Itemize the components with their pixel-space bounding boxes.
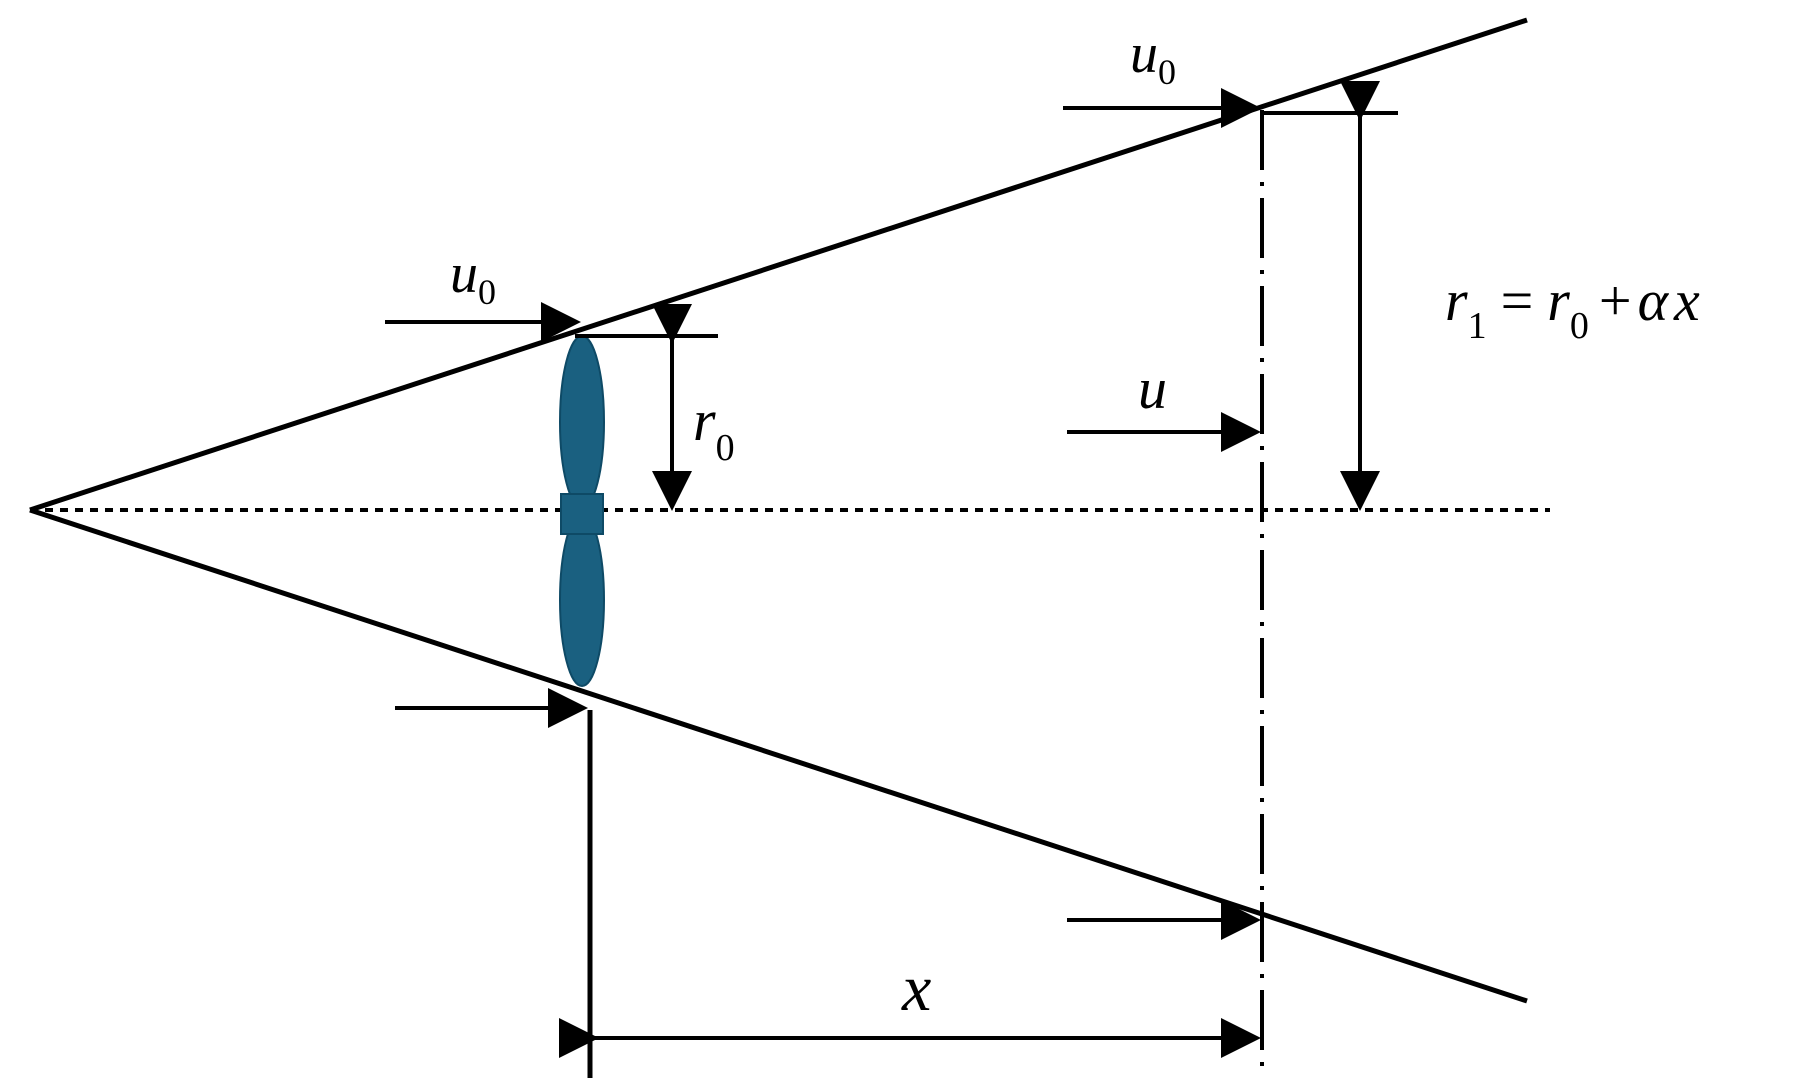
wake-upper-boundary xyxy=(29,17,1528,513)
label-x: x xyxy=(901,952,931,1025)
rotor-blade-lower xyxy=(559,513,605,687)
label-u0-rotor: u0 xyxy=(450,243,496,312)
rotor-hub xyxy=(560,493,604,535)
label-r0: r0 xyxy=(693,388,735,469)
wake-lower-boundary xyxy=(29,507,1528,1004)
rotor xyxy=(559,335,605,687)
rotor-blade-upper xyxy=(559,335,605,509)
label-u: u xyxy=(1138,356,1167,421)
label-u0-downstream-top: u0 xyxy=(1130,23,1176,92)
